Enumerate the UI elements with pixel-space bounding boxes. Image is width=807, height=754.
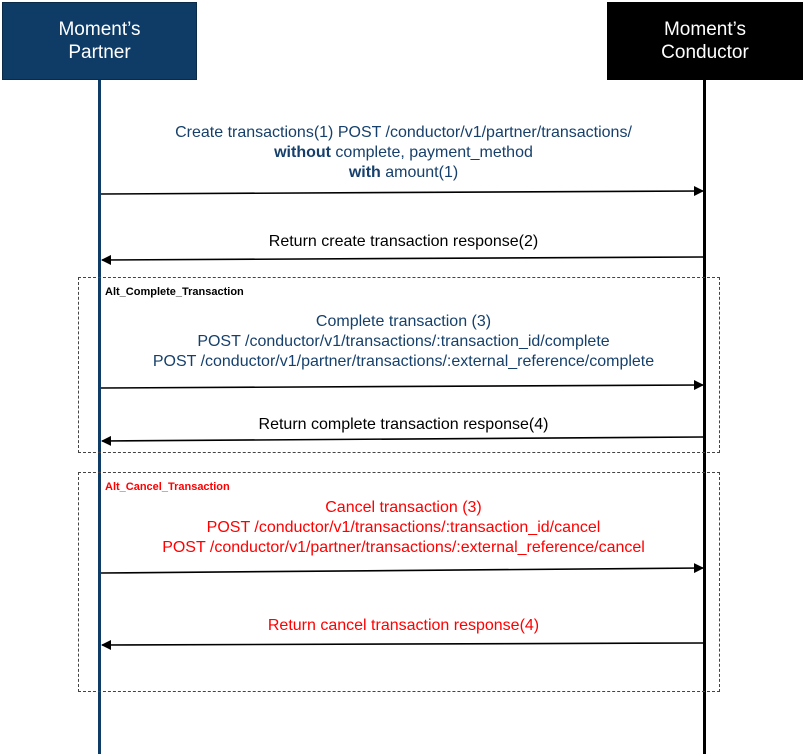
create-message-line3: with amount(1): [0, 163, 807, 183]
conductor-actor-box: Moment’s Conductor: [607, 2, 803, 80]
conductor-lifeline: [703, 80, 706, 754]
complete-message-line1: Complete transaction (3): [315, 313, 492, 330]
alt-cancel-label: Alt_Cancel_Transaction: [105, 481, 230, 493]
cancel-response-arrow: [101, 639, 704, 650]
cancel-request-arrow: [100, 563, 704, 574]
create-message-without: without: [274, 144, 331, 161]
complete-message-line3: POST /conductor/v1/partner/transactions/…: [152, 353, 655, 370]
alt-complete-frame: Alt_Complete_Transaction: [78, 277, 720, 453]
create-message-line2: without complete, payment_method: [0, 143, 807, 163]
create-message-label: Create transactions(1) POST /conductor/v…: [0, 123, 807, 183]
alt-cancel-frame: Alt_Cancel_Transaction: [78, 472, 720, 692]
cancel-message-line3: POST /conductor/v1/partner/transactions/…: [162, 539, 645, 556]
conductor-actor-line1: Moment’s: [663, 19, 746, 40]
create-request-arrow: [100, 186, 704, 197]
create-response-arrow: [101, 254, 704, 265]
complete-response-label: Return complete transaction response(4): [258, 416, 549, 433]
create-response-label: Return create transaction response(2): [268, 233, 539, 250]
cancel-response-label: Return cancel transaction response(4): [267, 617, 540, 634]
partner-actor-box: Moment’s Partner: [2, 2, 197, 80]
create-message-line1: Create transactions(1) POST /conductor/v…: [175, 124, 632, 141]
create-message-line2-rest: complete, payment_method: [330, 144, 533, 161]
cancel-message-label: Cancel transaction (3) POST /conductor/v…: [0, 498, 807, 558]
cancel-message-line2: POST /conductor/v1/transactions/:transac…: [206, 519, 601, 536]
complete-response-arrow: [101, 435, 704, 446]
partner-actor-line1: Moment’s: [58, 19, 141, 40]
alt-complete-label: Alt_Complete_Transaction: [105, 286, 244, 298]
partner-actor-line2: Partner: [68, 42, 131, 63]
complete-request-arrow: [100, 380, 704, 391]
partner-lifeline: [98, 80, 101, 754]
complete-message-line2: POST /conductor/v1/transactions/:transac…: [197, 333, 610, 350]
create-message-with: with: [348, 164, 381, 181]
cancel-message-line1: Cancel transaction (3): [325, 499, 482, 516]
complete-message-label: Complete transaction (3) POST /conductor…: [0, 312, 807, 372]
conductor-actor-line2: Conductor: [661, 42, 749, 63]
create-message-line3-rest: amount(1): [380, 164, 459, 181]
